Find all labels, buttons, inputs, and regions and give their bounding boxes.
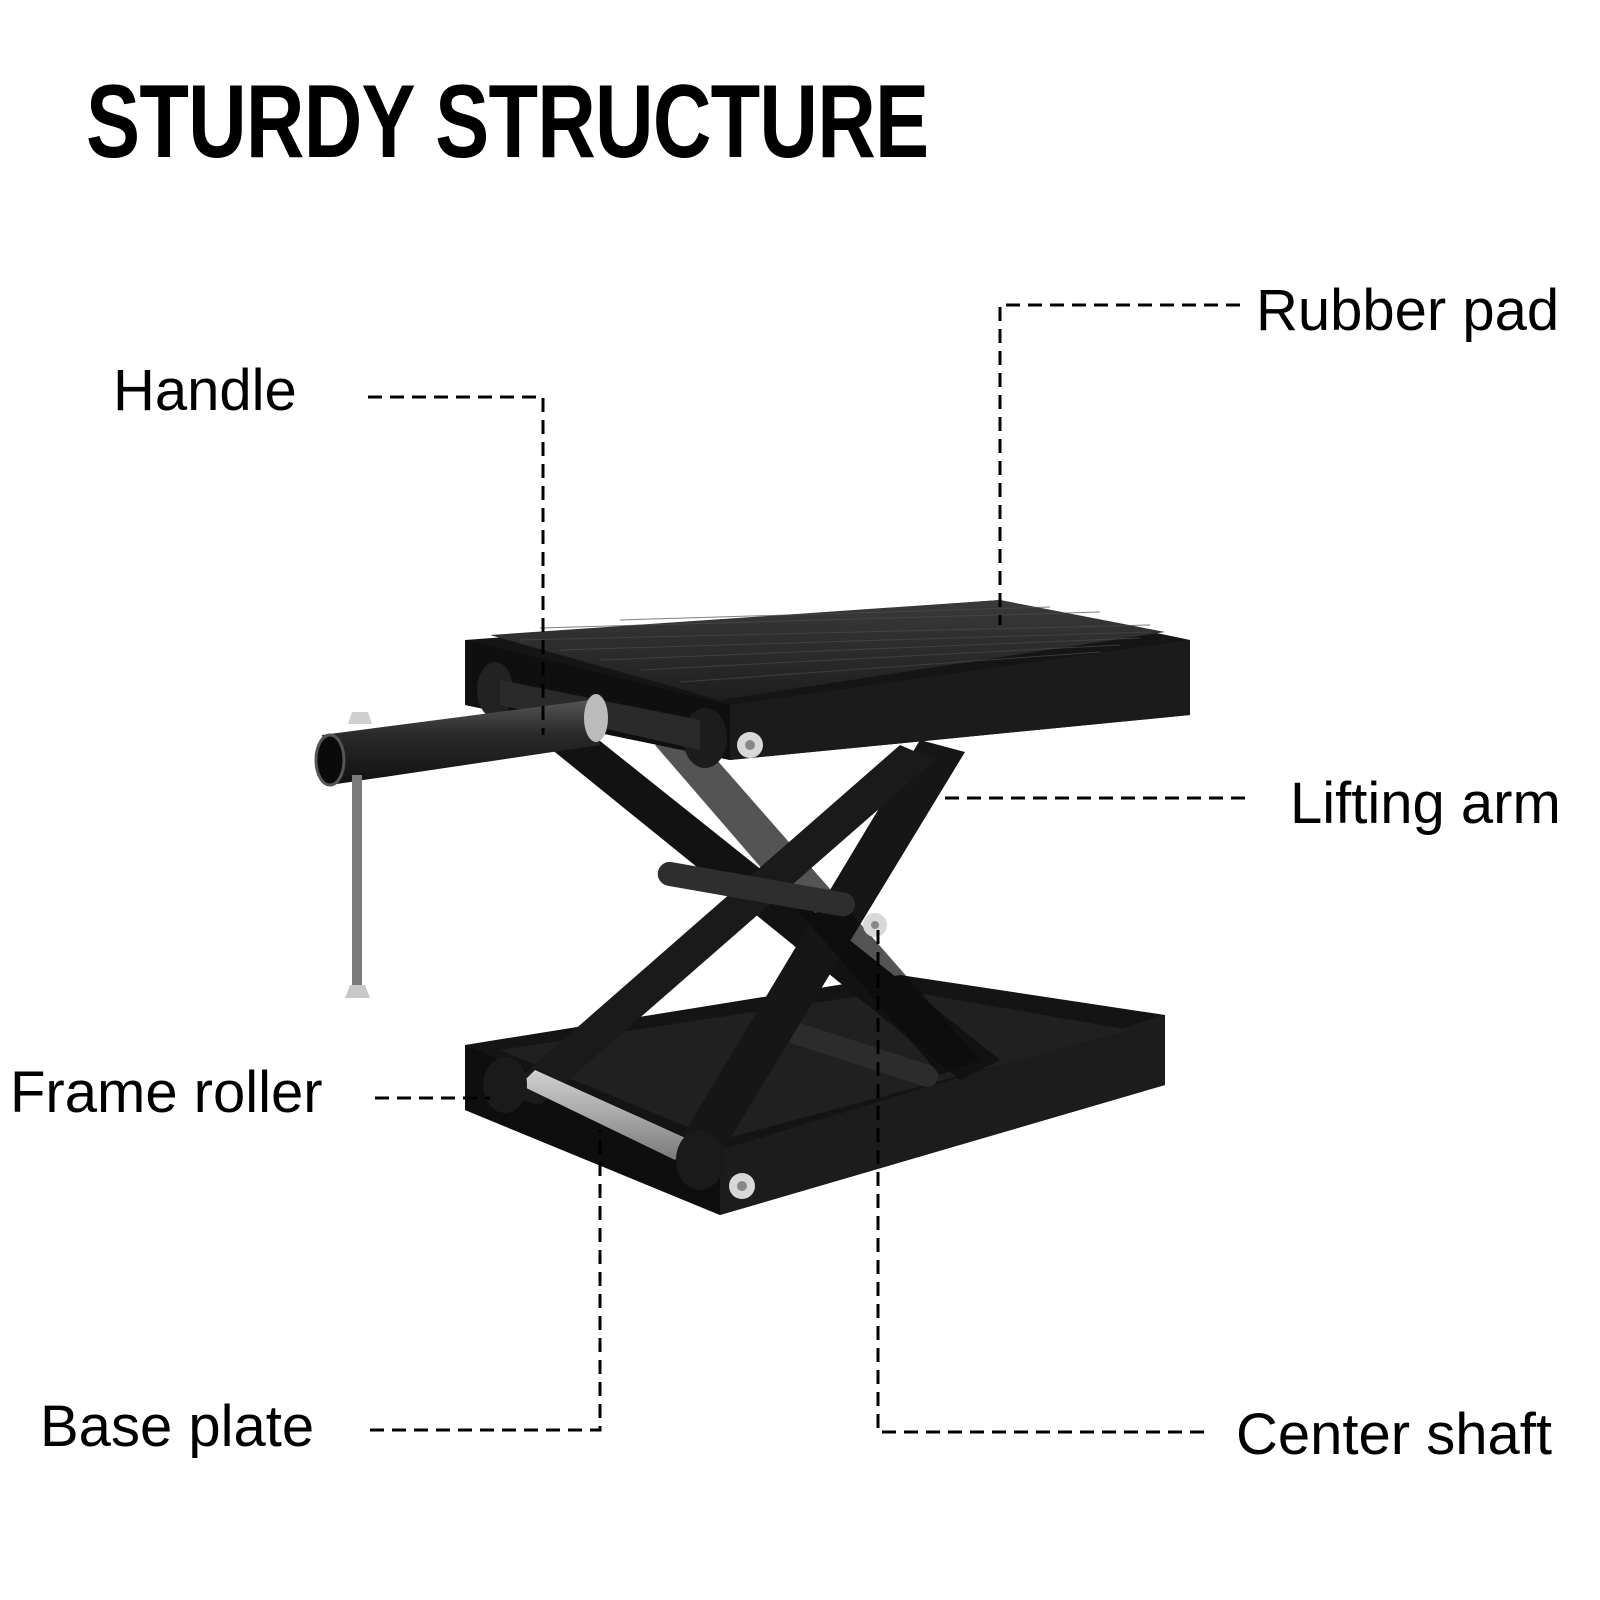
- callout-lines: [368, 303, 1245, 1434]
- label-base-plate: Base plate: [40, 1394, 315, 1459]
- callout-rubber-pad: [998, 303, 1240, 625]
- label-lifting-arm: Lifting arm: [1290, 771, 1561, 836]
- base-plate: [465, 975, 1165, 1215]
- page-title: STURDY STRUCTURE: [86, 64, 929, 180]
- label-frame-roller: Frame roller: [10, 1060, 323, 1125]
- callout-center-shaft: [876, 930, 1205, 1434]
- label-center-shaft: Center shaft: [1236, 1402, 1552, 1467]
- label-rubber-pad: Rubber pad: [1256, 278, 1560, 343]
- callout-handle: [368, 395, 545, 735]
- frame-roller: [483, 1057, 724, 1190]
- callout-base-plate: [370, 1130, 602, 1432]
- handle: [314, 694, 608, 998]
- center-shaft: [657, 861, 887, 937]
- top-platform: [465, 600, 1190, 768]
- label-handle: Handle: [113, 358, 297, 423]
